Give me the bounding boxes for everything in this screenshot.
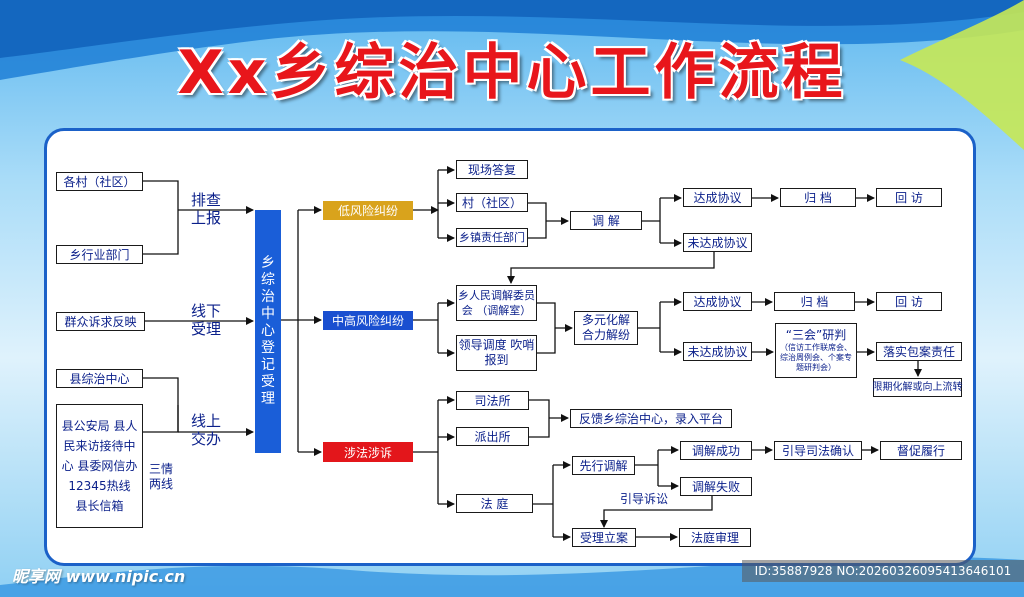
mid-three-meetings: “三会”研判 （信访工作联席会、综治周例会、个案专题研判会）: [775, 323, 857, 378]
source-village: 各村（社区）: [56, 172, 143, 191]
legal-judicial-confirm: 引导司法确认: [774, 441, 862, 460]
legal-judicial-office: 司法所: [456, 391, 529, 410]
label-inspection: 排查 上报: [190, 191, 221, 227]
source-township-dept: 乡行业部门: [56, 245, 143, 264]
category-legal: 涉法涉诉: [323, 442, 413, 462]
mid-mediation-committee: 乡人民调解委员会 （调解室）: [456, 285, 537, 321]
three-meetings-detail: （信访工作联席会、综治周例会、个案专题研判会）: [780, 343, 852, 372]
label-online: 线上 交办: [190, 412, 221, 448]
low-agreed: 达成协议: [683, 188, 752, 207]
category-mid-high-risk: 中高风险纠纷: [323, 311, 413, 330]
low-archive: 归 档: [780, 188, 856, 207]
mid-leader-dispatch: 领导调度 吹哨报到: [456, 335, 537, 371]
legal-feedback: 反馈乡综治中心，录入平台: [570, 409, 732, 428]
legal-guide-litigation: 引导诉讼: [619, 492, 668, 506]
watermark-left: 昵享网 www.nipic.cn: [12, 567, 186, 586]
label-three-lines: 三情 两线: [148, 462, 173, 491]
low-revisit: 回 访: [876, 188, 942, 207]
mid-archive: 归 档: [774, 292, 855, 311]
page-title: Xx乡综治中心工作流程: [177, 38, 847, 108]
three-meetings-title: “三会”研判: [785, 328, 847, 342]
source-county-group: 县公安局 县人民来访接待中心 县委网信办 12345热线 县长信箱: [56, 404, 143, 528]
low-township-dept: 乡镇责任部门: [456, 228, 528, 247]
mid-diverse-resolution: 多元化解 合力解纷: [574, 311, 638, 345]
low-not-agreed: 未达成协议: [683, 233, 752, 252]
low-mediate: 调 解: [570, 211, 642, 230]
low-village: 村（社区）: [456, 193, 528, 212]
mid-deadline: 限期化解或向上流转: [873, 378, 963, 397]
legal-mediation-success: 调解成功: [680, 441, 752, 460]
legal-enforce: 督促履行: [880, 441, 962, 460]
source-county-center: 县综治中心: [56, 369, 143, 388]
mid-not-agreed: 未达成协议: [683, 342, 752, 361]
legal-police-station: 派出所: [456, 427, 529, 446]
mid-responsibility: 落实包案责任: [876, 342, 962, 361]
central-registration: 乡综治中心登记受理: [255, 210, 281, 453]
source-public: 群众诉求反映: [56, 312, 145, 331]
mid-agreed: 达成协议: [683, 292, 752, 311]
low-onsite-reply: 现场答复: [456, 160, 528, 179]
legal-court-trial: 法庭审理: [679, 528, 751, 547]
legal-court: 法 庭: [456, 494, 533, 513]
watermark-right: ID:35887928 NO:20260326095413646101: [742, 560, 1024, 582]
legal-filing: 受理立案: [572, 528, 636, 547]
category-low-risk: 低风险纠纷: [323, 201, 413, 220]
mid-revisit: 回 访: [876, 292, 942, 311]
legal-mediation-fail: 调解失败: [680, 477, 752, 496]
legal-pre-mediation: 先行调解: [572, 456, 635, 475]
label-offline: 线下 受理: [190, 302, 221, 338]
